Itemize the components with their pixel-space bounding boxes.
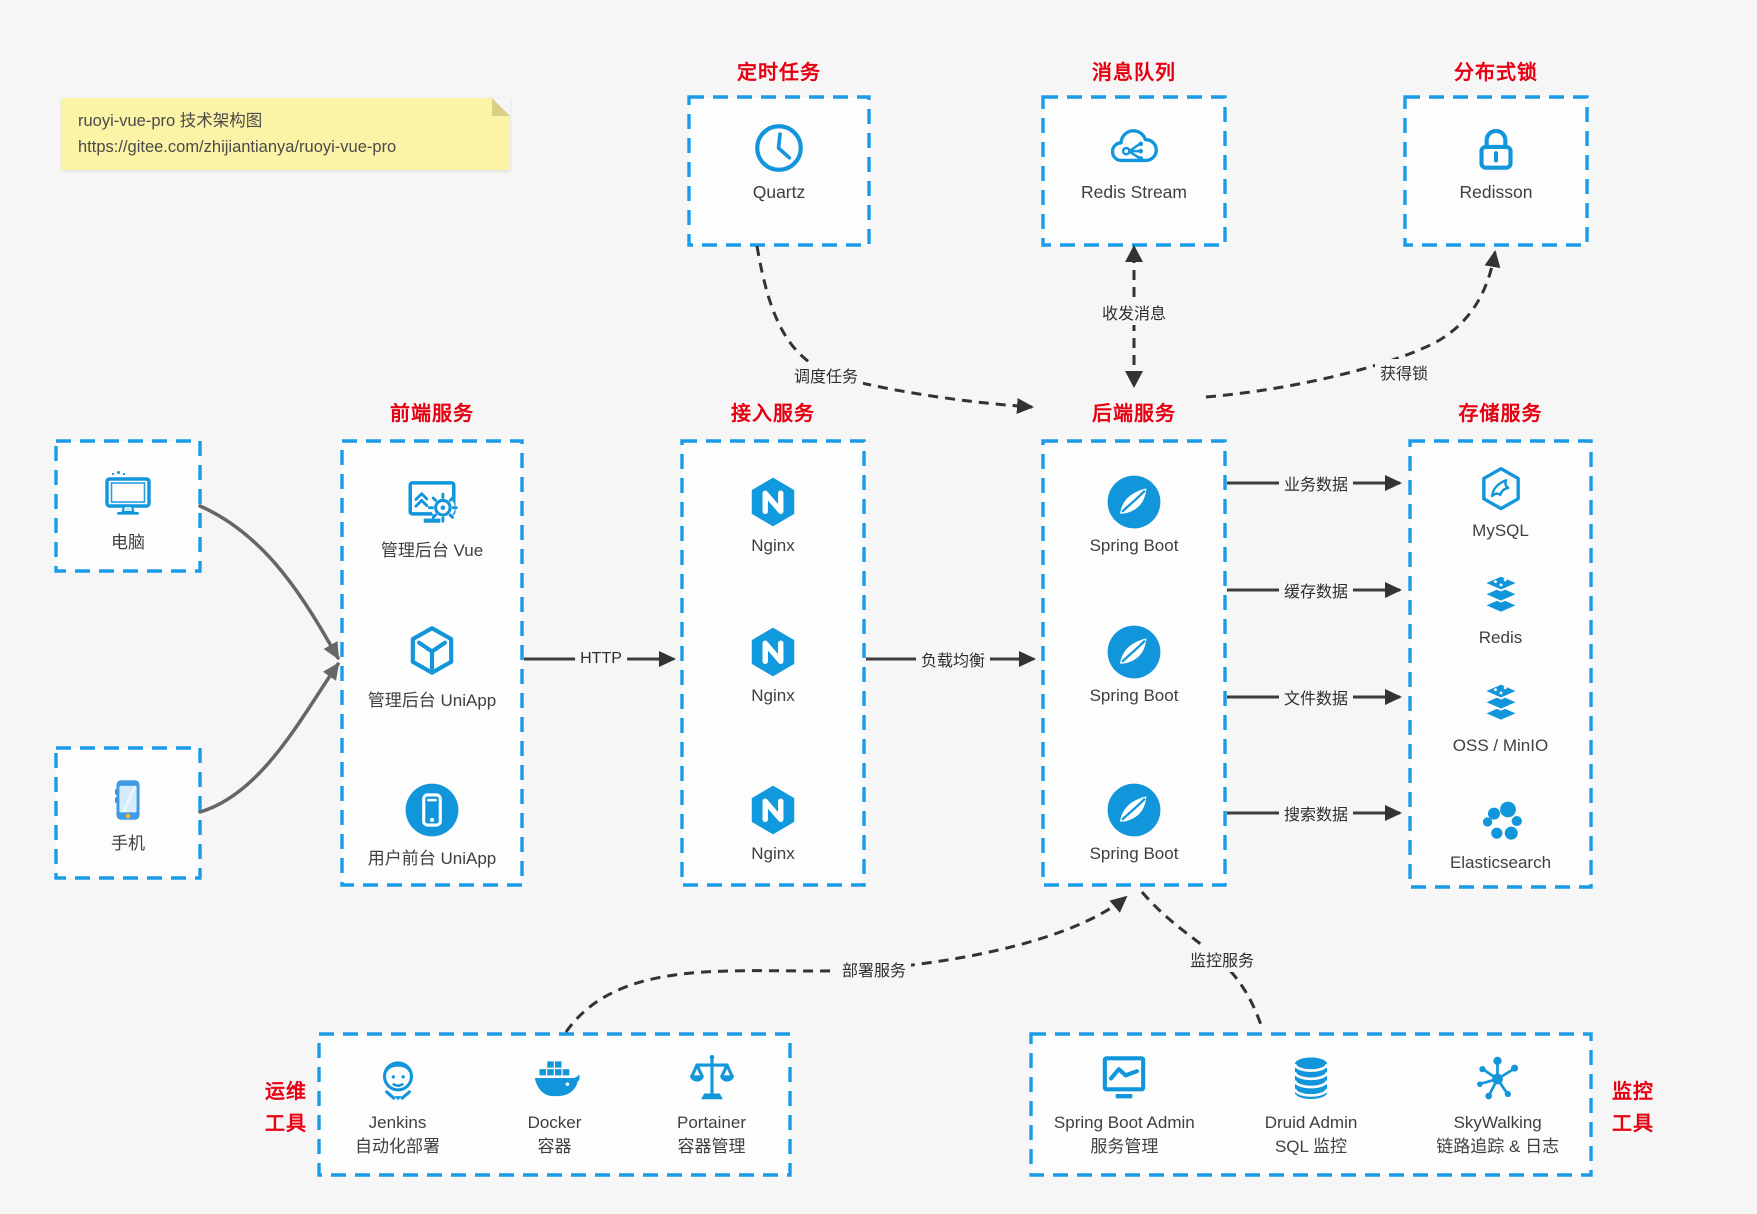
mobile-phone-icon (104, 776, 152, 824)
message-arrowhead-up (1125, 245, 1143, 262)
note-url: https://gitee.com/zhijiantianya/ruoyi-vu… (78, 138, 397, 157)
title-scheduled-jobs: 定时任务 (737, 62, 821, 84)
gateway-item-3: Nginx (682, 781, 864, 864)
admin-vue-icon (403, 473, 461, 531)
nginx-icon (744, 473, 802, 531)
spring-boot-icon (1105, 623, 1163, 681)
message-arrowhead-down (1125, 371, 1143, 388)
lock-icon (1467, 119, 1525, 177)
uniapp-cube-icon (403, 623, 461, 681)
redisson-label: Redisson (1459, 182, 1533, 202)
redis-stream-box: Redis Stream (1043, 97, 1225, 245)
jenkins-icon (369, 1050, 427, 1108)
database-icon (1282, 1050, 1340, 1108)
ops-item-docker: Docker 容器 (476, 1034, 633, 1175)
docker-icon (526, 1050, 584, 1108)
storage-item-mysql: MySQL (1410, 464, 1591, 541)
frontend-item-uniapp-user: 用户前台 UniApp (342, 781, 522, 869)
edge-label-file-data: 文件数据 (1278, 684, 1354, 710)
ops-item-jenkins: Jenkins 自动化部署 (319, 1034, 476, 1175)
nginx-icon (744, 623, 802, 681)
arrow-computer-to-frontend (198, 504, 340, 660)
edge-label-business-data: 业务数据 (1278, 470, 1354, 496)
title-message-queue: 消息队列 (1092, 62, 1176, 84)
frontend-item-uniapp-admin: 管理后台 UniApp (342, 623, 522, 711)
ops-item-portainer: Portainer 容器管理 (633, 1034, 790, 1175)
frontend-box: 管理后台 Vue 管理后台 UniApp 用户前台 UniApp (342, 441, 522, 885)
monitor-item-skywalking: SkyWalking 链路追踪 & 日志 (1404, 1034, 1591, 1175)
ops-tools-box: Jenkins 自动化部署 Docker 容器 (319, 1034, 790, 1175)
storage-item-oss: OSS / MinIO (1410, 679, 1591, 756)
computer-label: 电脑 (111, 533, 145, 552)
edge-label-search-data: 搜索数据 (1278, 800, 1354, 826)
nginx-icon (744, 781, 802, 839)
storage-box: MySQL Redis OSS / MinIO (1410, 441, 1591, 887)
monitor-tools-box: Spring Boot Admin 服务管理 Druid Admin SQL 监… (1031, 1034, 1591, 1175)
client-phone: 手机 (56, 748, 200, 878)
edge-label-load-balance: 负载均衡 (915, 646, 991, 672)
title-frontend: 前端服务 (390, 403, 474, 425)
hub-network-icon (1469, 1050, 1527, 1108)
title-backend: 后端服务 (1092, 403, 1176, 425)
title-storage: 存储服务 (1458, 403, 1543, 425)
frontend-item-vue: 管理后台 Vue (342, 473, 522, 561)
client-computer: 电脑 (56, 441, 200, 571)
oss-minio-stack-icon (1475, 679, 1527, 731)
backend-item-2: Spring Boot (1043, 623, 1225, 706)
edge-label-cache-data: 缓存数据 (1278, 577, 1354, 603)
backend-item-3: Spring Boot (1043, 781, 1225, 864)
note-fold-corner (492, 98, 510, 116)
phone-circle-icon (403, 781, 461, 839)
storage-item-es: Elasticsearch (1410, 796, 1591, 873)
quartz-label: Quartz (752, 182, 806, 202)
desktop-icon (100, 467, 156, 523)
portainer-scales-icon (683, 1050, 741, 1108)
mysql-icon (1475, 464, 1527, 516)
storage-item-redis: Redis (1410, 571, 1591, 648)
clock-icon (750, 119, 808, 177)
arrow-get-lock (1205, 250, 1501, 399)
backend-item-1: Spring Boot (1043, 473, 1225, 556)
gateway-item-1: Nginx (682, 473, 864, 556)
edge-label-http: HTTP (575, 649, 627, 669)
monitor-item-sba: Spring Boot Admin 服务管理 (1031, 1034, 1218, 1175)
edge-label-monitor: 监控服务 (1184, 946, 1260, 972)
title-distributed-lock: 分布式锁 (1454, 62, 1538, 84)
edge-label-deploy: 部署服务 (836, 956, 912, 982)
phone-label: 手机 (111, 834, 145, 853)
gateway-box: Nginx Nginx Nginx (682, 441, 864, 885)
admin-monitor-chart-icon (1095, 1050, 1153, 1108)
title-ops-tools: 运维 工具 (265, 1081, 307, 1135)
backend-box: Spring Boot Spring Boot Spring Boot (1043, 441, 1225, 885)
quartz-box: Quartz (689, 97, 869, 245)
spring-boot-icon (1105, 473, 1163, 531)
lock-box-border (1403, 95, 1589, 247)
mq-box-border (1041, 95, 1227, 247)
note-title: ruoyi-vue-pro 技术架构图 (78, 112, 263, 130)
gateway-item-2: Nginx (682, 623, 864, 706)
sticky-note: ruoyi-vue-pro 技术架构图 https://gitee.com/zh… (62, 98, 510, 170)
edge-label-message: 收发消息 (1096, 299, 1172, 325)
redis-stack-icon (1475, 571, 1527, 623)
title-monitor-tools: 监控 工具 (1612, 1081, 1654, 1135)
spring-boot-icon (1105, 781, 1163, 839)
arrow-phone-to-frontend (198, 662, 340, 814)
redisson-box: Redisson (1405, 97, 1587, 245)
elasticsearch-icon (1475, 796, 1527, 848)
cloud-share-icon (1105, 119, 1163, 177)
redis-stream-label: Redis Stream (1080, 182, 1187, 202)
edge-label-schedule: 调度任务 (788, 362, 864, 388)
title-gateway: 接入服务 (731, 403, 815, 425)
monitor-item-druid: Druid Admin SQL 监控 (1218, 1034, 1405, 1175)
edge-label-lock: 获得锁 (1374, 359, 1434, 385)
